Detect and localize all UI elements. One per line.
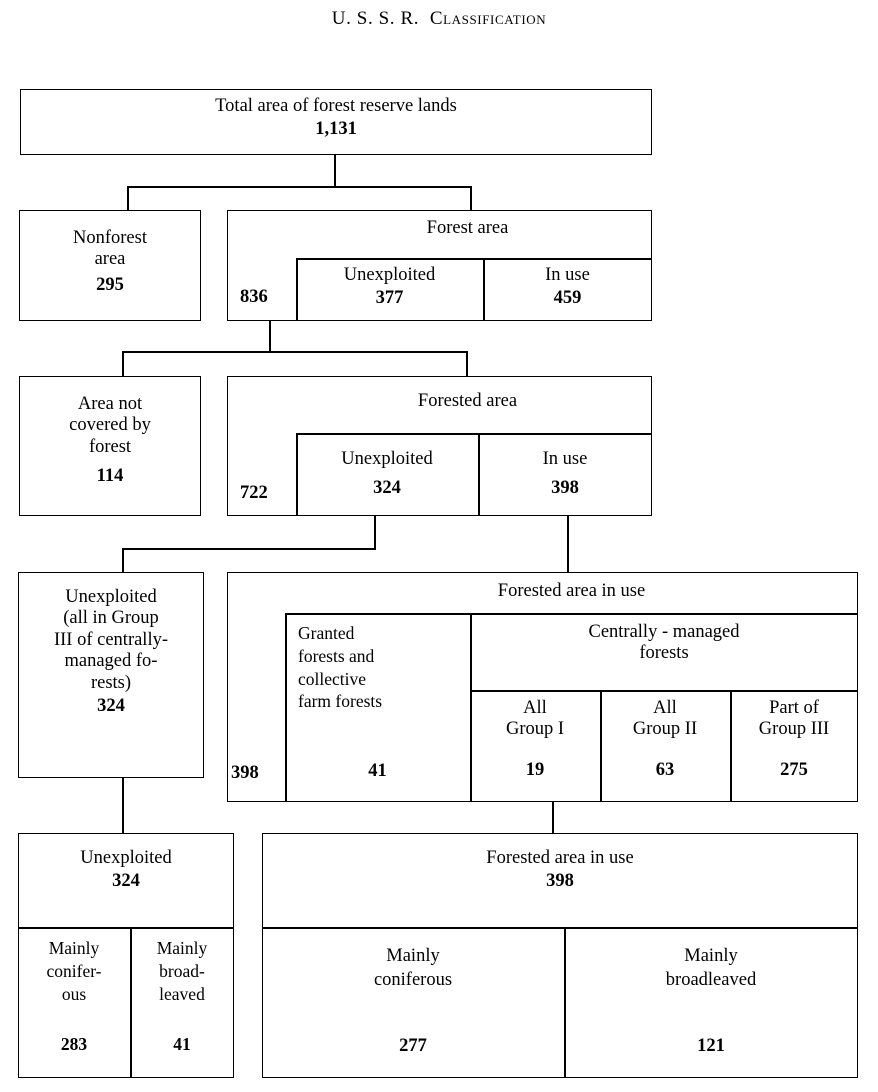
unexploited-species-divider: [130, 927, 132, 1078]
node-total-area: [20, 89, 652, 155]
unexploited-broadleaved-value: 41: [173, 1034, 191, 1054]
node-inuse-species-value: 398: [546, 871, 574, 891]
forest-inuse-label: In use: [545, 265, 590, 285]
node-inuse-species-label: Forested area in use: [486, 848, 634, 868]
node-total-area-label: Total area of forest reserve lands: [215, 96, 457, 116]
page-title: U. S. S. R. Classification: [331, 8, 547, 29]
forested-inner-top-rule: [296, 433, 652, 435]
node-unexploited-group3: [18, 572, 204, 778]
node-area-not-covered: [19, 376, 201, 516]
group1-value: 19: [525, 760, 545, 780]
connector-to-forested: [466, 351, 468, 376]
central-groups-rule: [470, 690, 858, 692]
group2-value: 63: [655, 760, 675, 780]
node-forest-area: [227, 210, 652, 321]
unexploited-coniferous-value: 283: [60, 1034, 88, 1054]
node-forested-area-in-use-value: 398: [231, 763, 259, 783]
node-unexploited-group3-label: Unexploited (all in Group III of central…: [53, 587, 169, 693]
inuse-coniferous-label: Mainly coniferous: [373, 946, 453, 990]
forested-inner-left-rule: [296, 433, 298, 516]
node-area-not-covered-value: 114: [96, 466, 124, 486]
group2-label: All Group II: [632, 698, 698, 740]
node-unexploited-species-label: Unexploited: [80, 848, 172, 868]
connector-to-forested-in-use: [567, 516, 569, 573]
forest-inner-left-rule: [296, 258, 298, 321]
forest-inner-divider: [483, 258, 485, 321]
inuse-granted-divider: [470, 613, 472, 802]
forested-inuse-label: In use: [542, 449, 588, 469]
centrally-managed-label: Centrally - managed forests: [588, 622, 740, 664]
granted-forests-label: Granted forests and collective farm fore…: [298, 623, 383, 712]
node-forested-area-label: Forested area: [417, 391, 518, 411]
group3-value: 275: [780, 760, 808, 780]
node-forested-area-in-use: [227, 572, 858, 802]
node-forested-area-in-use-label: Forested area in use: [497, 581, 646, 601]
forested-unexploited-value: 324: [373, 478, 401, 498]
inuse-species-divider: [564, 927, 566, 1078]
connector-to-forest: [470, 186, 472, 211]
connector-forested-unexploited-down: [374, 516, 376, 549]
node-nonforest-value: 295: [96, 275, 124, 295]
node-forested-area: [227, 376, 652, 516]
forested-unexploited-label: Unexploited: [341, 449, 433, 469]
connector-row2-bar: [127, 186, 472, 188]
forest-inuse-value: 459: [553, 288, 582, 308]
inuse-broadleaved-label: Mainly broadleaved: [665, 946, 757, 990]
node-nonforest-label: Nonforest area: [73, 228, 147, 270]
group1-group2-divider: [600, 690, 602, 802]
inuse-inner-left-rule: [285, 613, 287, 802]
group2-group3-divider: [730, 690, 732, 802]
forest-unexploited-label: Unexploited: [343, 265, 436, 285]
forest-unexploited-value: 377: [375, 288, 404, 308]
node-forested-area-value: 722: [240, 483, 268, 503]
inuse-inner-top-rule: [285, 613, 858, 615]
connector-inuse-to-species: [552, 802, 554, 833]
group3-label: Part of Group III: [758, 698, 830, 740]
unexploited-coniferous-label: Mainly conifer- ous: [46, 938, 102, 1004]
connector-to-nonforest: [127, 186, 129, 211]
node-unexploited-species-value: 324: [112, 871, 140, 891]
unexploited-species-rule: [18, 927, 234, 929]
connector-to-notcovered: [122, 351, 124, 376]
inuse-broadleaved-value: 121: [697, 1036, 725, 1056]
connector-unexploited-to-species: [122, 778, 124, 833]
connector-to-unexploited-grp3: [122, 548, 124, 573]
node-unexploited-group3-value: 324: [97, 696, 125, 716]
forested-inuse-value: 398: [551, 478, 579, 498]
forest-inner-top-rule: [296, 258, 652, 260]
node-inuse-species: [262, 833, 858, 1078]
inuse-coniferous-value: 277: [399, 1036, 427, 1056]
node-forest-area-label: Forest area: [426, 218, 509, 238]
unexploited-broadleaved-label: Mainly broad- leaved: [156, 938, 208, 1004]
node-area-not-covered-label: Area not covered by forest: [69, 394, 151, 457]
connector-row4-bar: [122, 548, 376, 550]
connector-row3-bar: [122, 351, 467, 353]
node-forest-area-value: 836: [240, 287, 268, 307]
group1-label: All Group I: [505, 698, 565, 740]
node-nonforest: [19, 210, 201, 321]
inuse-species-rule: [262, 927, 858, 929]
granted-forests-value: 41: [368, 761, 387, 781]
connector-total-down: [334, 155, 336, 187]
connector-forest-down: [269, 321, 271, 352]
node-total-area-value: 1,131: [315, 119, 357, 139]
node-unexploited-species: [18, 833, 234, 1078]
forested-inner-divider: [478, 433, 480, 516]
